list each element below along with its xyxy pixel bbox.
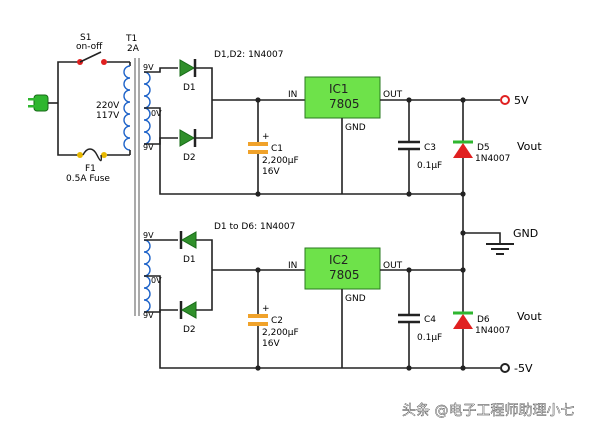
bottom-diode-d6 <box>453 233 473 371</box>
top-diode-d5 <box>453 100 473 197</box>
bottom-ic2 <box>304 247 381 290</box>
bot-c2-volt: 16V <box>262 339 280 349</box>
top-ic1-in: IN <box>288 90 297 100</box>
bot-tap-9v-2: 9V <box>143 311 154 320</box>
bottom-diode-d1 <box>179 231 197 249</box>
top-d5-ref: D5 <box>477 143 490 153</box>
top-ic1-gnd: GND <box>345 123 366 133</box>
top-rail-label: 5V <box>514 94 529 107</box>
primary-voltage-1: 220V <box>96 101 120 111</box>
bot-ic2-gnd: GND <box>345 294 366 304</box>
fuse-ref: F1 <box>85 164 96 174</box>
fuse-f1 <box>77 148 130 162</box>
ground-icon <box>486 243 514 255</box>
gnd-wire <box>462 194 501 244</box>
top-c1-value: 2,200μF <box>262 156 299 166</box>
bot-tap-9v-1: 9V <box>143 231 154 240</box>
bot-center-tap-wire <box>144 275 500 369</box>
watermark: 头条 @电子工程师助理小七 <box>402 402 574 419</box>
top-diode-d1 <box>179 59 197 77</box>
bot-rectifier-join <box>196 239 213 311</box>
top-ic1-ref: IC1 <box>329 82 349 96</box>
bottom-diode-note: D1 to D6: 1N4007 <box>214 222 295 232</box>
bot-d2-label: D2 <box>183 325 196 335</box>
bot-d1-label: D1 <box>183 255 196 265</box>
top-tap-9v-1: 9V <box>143 63 154 72</box>
bottom-diode-d2 <box>179 301 197 319</box>
bot-c2-polarity: + <box>262 304 270 314</box>
switch-s1 <box>77 51 130 65</box>
top-cap-c1 <box>248 97 268 197</box>
bot-ic2-ref: IC2 <box>329 253 349 267</box>
primary-coil <box>123 65 131 151</box>
bottom-cap-c4 <box>398 270 420 371</box>
top-c1-ref: C1 <box>271 144 283 154</box>
mains-wire-top <box>57 61 78 103</box>
bot-d6-ref: D6 <box>477 315 490 325</box>
top-c1-polarity: + <box>262 132 270 142</box>
bot-ic2-in: IN <box>288 261 297 271</box>
bottom-rail-label: -5V <box>514 362 533 375</box>
power-plug-icon <box>28 94 58 112</box>
top-tap-0v: 0V <box>151 109 162 118</box>
top-ic1-out: OUT <box>383 90 403 100</box>
top-diode-d2 <box>179 129 197 147</box>
top-diode-note: D1,D2: 1N4007 <box>214 50 283 60</box>
top-center-tap-wire <box>144 107 463 195</box>
bot-ic2-out: OUT <box>383 261 403 271</box>
primary-voltage-2: 117V <box>96 111 120 121</box>
bot-tap-0v: 0V <box>151 276 162 285</box>
top-ic1 <box>304 76 381 119</box>
switch-ref: S1 <box>80 33 91 43</box>
top-c3-ref: C3 <box>424 143 436 153</box>
top-wire-d1-in <box>144 67 178 73</box>
transformer-core <box>134 58 140 316</box>
top-c3-value: 0.1μF <box>417 161 442 171</box>
top-d2-label: D2 <box>183 153 196 163</box>
top-c1-volt: 16V <box>262 167 280 177</box>
bot-c2-ref: C2 <box>271 316 283 326</box>
top-cap-c3 <box>398 100 420 197</box>
bot-c4-ref: C4 <box>424 315 436 325</box>
bot-vout: Vout <box>517 310 542 323</box>
top-vout: Vout <box>517 140 542 153</box>
bot-d6-part: 1N4007 <box>475 326 510 336</box>
bot-ic2-part: 7805 <box>329 268 360 282</box>
transformer-rating: 2A <box>127 44 140 54</box>
bottom-cap-c2 <box>248 267 268 371</box>
top-ic1-part: 7805 <box>329 97 360 111</box>
top-d5-part: 1N4007 <box>475 154 510 164</box>
top-rectifier-join <box>196 67 213 139</box>
mains-wire-bottom <box>57 103 78 156</box>
top-tap-9v-2: 9V <box>143 143 154 152</box>
switch-label: on-off <box>76 42 103 52</box>
bot-c4-value: 0.1μF <box>417 333 442 343</box>
bot-c2-value: 2,200μF <box>262 328 299 338</box>
gnd-label: GND <box>513 227 538 240</box>
transformer-ref: T1 <box>125 34 137 44</box>
top-d1-label: D1 <box>183 83 196 93</box>
fuse-label: 0.5A Fuse <box>66 174 110 184</box>
